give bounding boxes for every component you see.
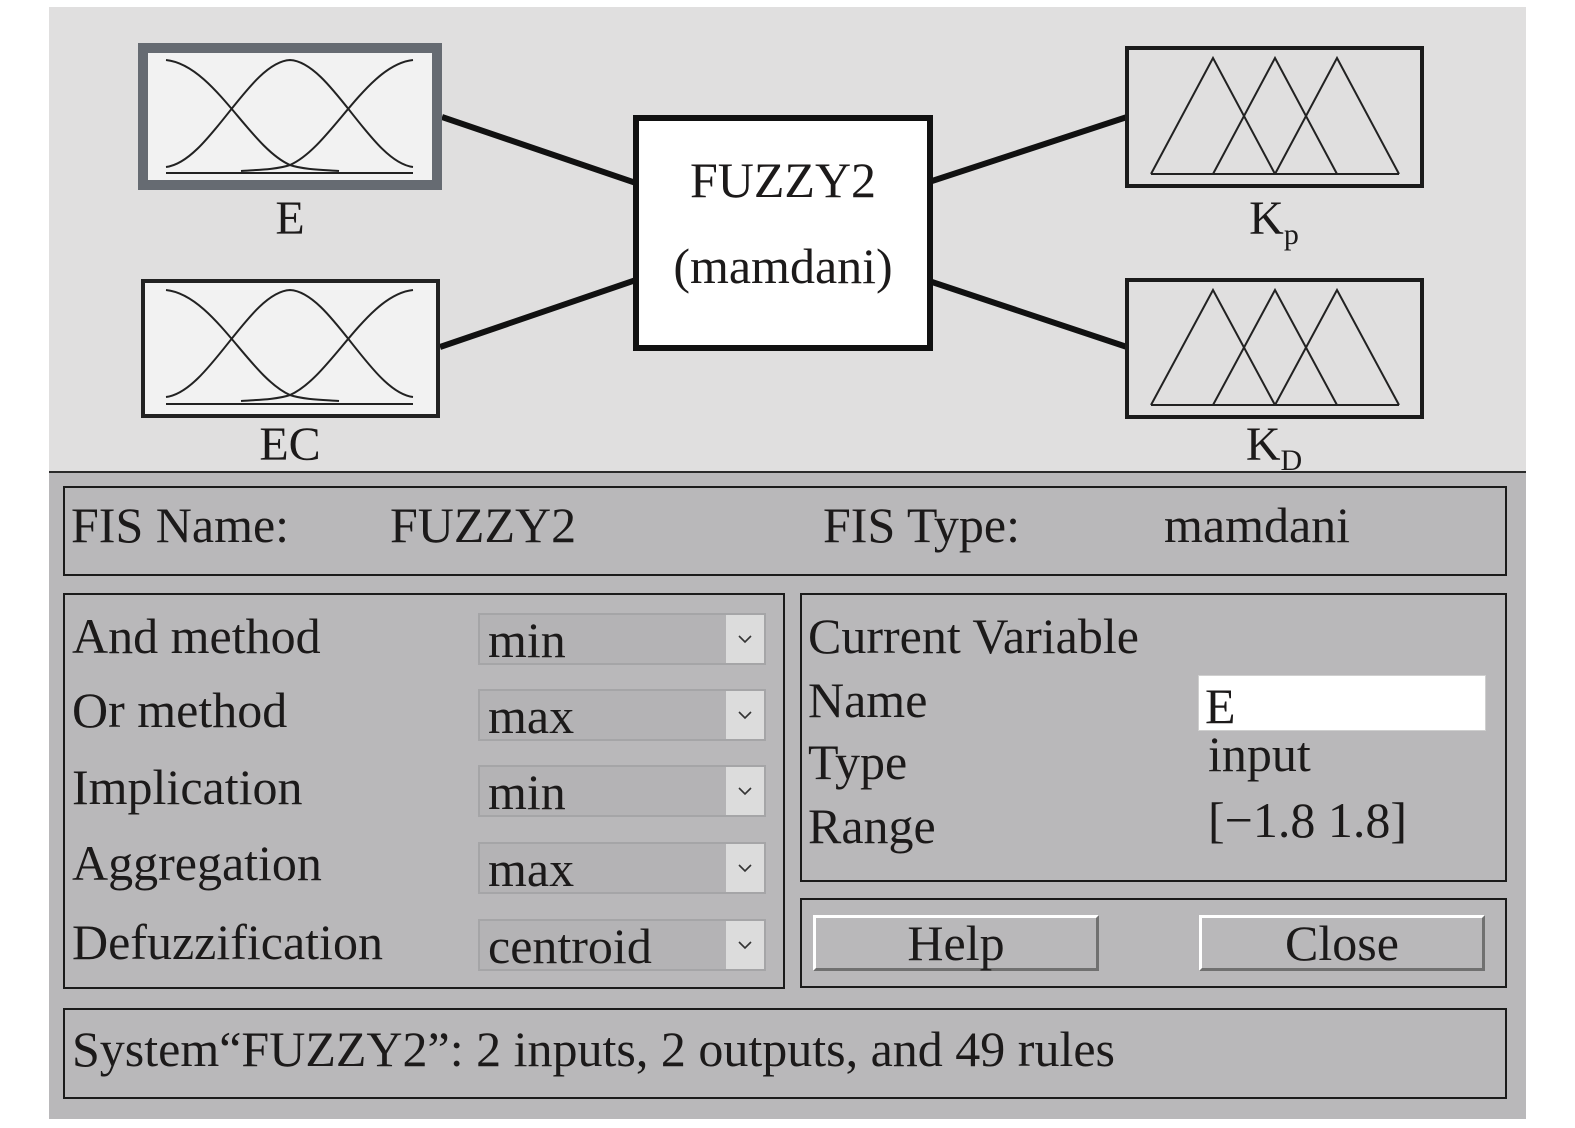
triangular-mf-icon — [1150, 287, 1400, 406]
and-method-value: min — [488, 612, 566, 668]
connector-ec — [439, 277, 637, 350]
implication-label: Implication — [72, 759, 303, 815]
connector-e — [441, 114, 637, 186]
fis-system-box[interactable] — [633, 115, 933, 351]
aggregation-label: Aggregation — [72, 835, 322, 891]
output-kp-subscript: p — [1283, 218, 1299, 251]
status-text: System“FUZZY2”: 2 inputs, 2 outputs, and… — [72, 1021, 1115, 1077]
chevron-down-icon[interactable] — [726, 615, 764, 663]
fis-diagram: E EC Kp KD FUZZY2 (mamdani) — [49, 7, 1526, 476]
fis-name-value: FUZZY2 — [390, 497, 577, 553]
input-e-name: E — [275, 192, 305, 245]
variable-type-label: Type — [808, 734, 908, 790]
defuzzification-select[interactable]: centroid — [478, 919, 766, 971]
buttons-panel: Help Close — [800, 898, 1507, 988]
output-kd-subscript: D — [1280, 444, 1303, 477]
implication-select[interactable]: min — [478, 765, 766, 817]
output-kp-name: K — [1249, 192, 1284, 245]
diagram-canvas — [138, 43, 1424, 419]
input-e-box[interactable] — [138, 43, 442, 190]
fis-type-value: mamdani — [1164, 497, 1351, 553]
fis-info-bar: FIS Name: FUZZY2 FIS Type: mamdani — [63, 486, 1507, 576]
help-button[interactable]: Help — [813, 915, 1099, 971]
chevron-down-icon[interactable] — [726, 691, 764, 739]
chevron-down-icon[interactable] — [726, 844, 764, 892]
output-kd-label: KD — [1174, 418, 1374, 476]
and-method-label: And method — [72, 608, 321, 664]
or-method-value: max — [488, 688, 575, 744]
fis-editor-window: E EC Kp KD FUZZY2 (mamdani) FIS Name: FU… — [49, 7, 1526, 1119]
connector-kd — [931, 279, 1128, 350]
output-kp-box[interactable] — [1125, 46, 1424, 188]
input-ec-name: EC — [259, 418, 321, 471]
output-kp-label: Kp — [1174, 192, 1374, 250]
input-e-label: E — [190, 195, 390, 243]
chevron-down-icon[interactable] — [726, 767, 764, 815]
defuzzification-label: Defuzzification — [72, 914, 383, 970]
defuzzification-value: centroid — [488, 918, 652, 974]
variable-range-label: Range — [808, 798, 936, 854]
status-bar: System“FUZZY2”: 2 inputs, 2 outputs, and… — [63, 1008, 1507, 1099]
variable-range-value: [−1.8 1.8] — [1208, 792, 1407, 848]
chevron-down-icon[interactable] — [726, 921, 764, 969]
variable-name-label: Name — [808, 672, 928, 728]
fis-system-type: (mamdani) — [673, 238, 893, 294]
current-variable-title: Current Variable — [808, 608, 1139, 664]
variable-type-value: input — [1208, 726, 1311, 782]
methods-panel: And method min Or method max Implication… — [63, 593, 785, 989]
gaussian-mf-icon — [165, 58, 414, 174]
implication-value: min — [488, 764, 566, 820]
variable-name-input[interactable] — [1198, 675, 1486, 731]
current-variable-panel: Current Variable Name Type input Range [… — [800, 593, 1507, 882]
output-kd-box[interactable] — [1125, 278, 1424, 419]
aggregation-value: max — [488, 841, 575, 897]
or-method-select[interactable]: max — [478, 689, 766, 741]
fis-type-label: FIS Type: — [823, 497, 1020, 553]
input-ec-box[interactable] — [141, 279, 440, 418]
aggregation-select[interactable]: max — [478, 842, 766, 894]
output-kd-name: K — [1245, 418, 1281, 471]
fis-name-label: FIS Name: — [71, 497, 290, 553]
input-ec-label: EC — [190, 421, 390, 469]
and-method-select[interactable]: min — [478, 613, 766, 665]
fis-system-name: FUZZY2 — [689, 152, 877, 208]
close-button[interactable]: Close — [1199, 915, 1485, 971]
or-method-label: Or method — [72, 682, 288, 738]
triangular-mf-icon — [1150, 55, 1400, 175]
gaussian-mf-icon — [165, 288, 414, 405]
connector-kp — [931, 114, 1128, 184]
